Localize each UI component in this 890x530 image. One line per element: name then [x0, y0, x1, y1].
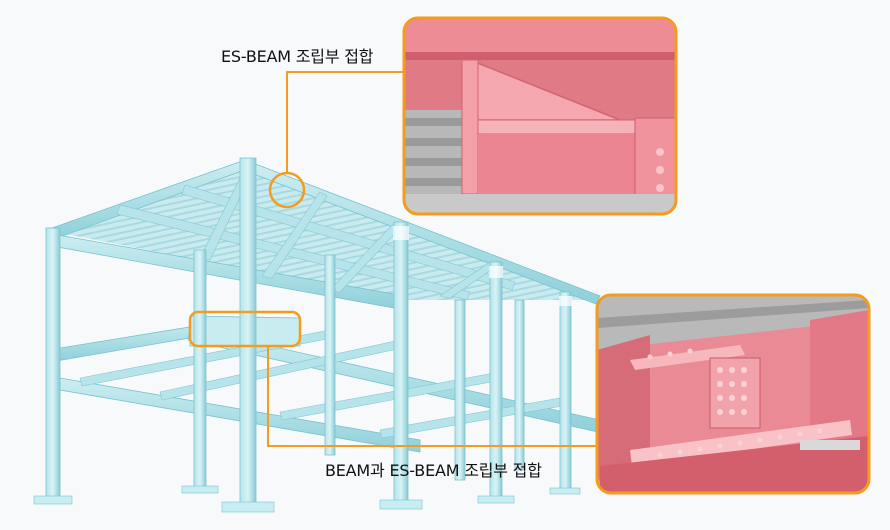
bottom-callout-label: BEAM과 ES-BEAM 조립부 접합	[325, 461, 542, 480]
top-callout-label: ES-BEAM 조립부 접합	[221, 47, 374, 66]
bottom-joint-highlight	[188, 310, 302, 348]
top-leader-line	[286, 71, 404, 173]
bottom-detail-photo	[595, 293, 871, 495]
bottom-leader-line	[267, 346, 597, 447]
top-detail-photo	[402, 16, 678, 216]
columns	[33, 157, 581, 513]
upper-deck	[51, 159, 601, 311]
